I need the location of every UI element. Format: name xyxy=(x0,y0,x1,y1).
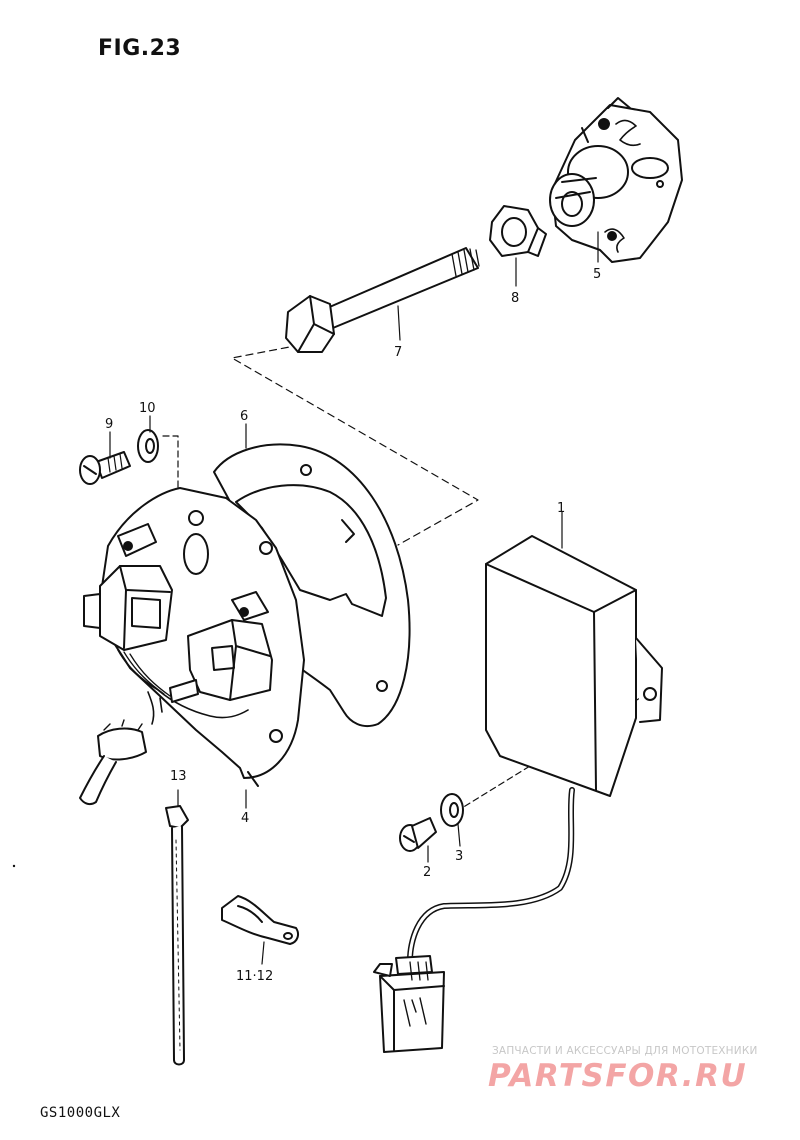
model-code: GS1000GLX xyxy=(40,1105,121,1121)
callout-2: 2 xyxy=(423,865,431,880)
callout-3: 3 xyxy=(455,849,463,864)
part-4-pickup-plate xyxy=(79,487,305,806)
part-8-hex-nut xyxy=(489,205,547,257)
callout-9: 9 xyxy=(105,417,113,432)
callout-4: 4 xyxy=(241,811,249,826)
figure-title: FIG.23 xyxy=(98,36,182,61)
callout-6: 6 xyxy=(240,409,248,424)
callout-13: 13 xyxy=(170,769,187,784)
callout-10: 10 xyxy=(139,401,156,416)
alignment-line xyxy=(231,344,479,546)
part-11-12-clamp xyxy=(221,895,299,945)
callout-labels: 5 8 7 9 10 6 1 4 13 2 3 11·12 xyxy=(105,267,601,984)
part-1-igniter-module xyxy=(373,535,663,1053)
callout-1: 1 xyxy=(557,501,565,516)
part-6-back-plate xyxy=(213,443,411,728)
part-2-screw xyxy=(399,817,437,852)
part-5-signal-rotor xyxy=(549,97,683,263)
part-3-washer xyxy=(440,793,464,827)
scan-speck xyxy=(12,864,16,868)
part-10-washer xyxy=(137,429,159,463)
callout-8: 8 xyxy=(511,291,519,306)
leader-3 xyxy=(457,823,461,847)
watermark-logo: PARTSFOR.RU xyxy=(488,1058,748,1094)
callout-5: 5 xyxy=(593,267,601,282)
part-13-cable-tie xyxy=(165,805,189,1066)
part-9-screw xyxy=(79,451,131,485)
callout-7: 7 xyxy=(394,345,402,360)
leader-11-12 xyxy=(261,941,265,965)
watermark-subtitle: ЗАПЧАСТИ И АКСЕССУАРЫ ДЛЯ МОТОТЕХНИКИ xyxy=(492,1045,758,1057)
leader-lines xyxy=(109,231,599,965)
callout-11-12: 11·12 xyxy=(236,969,273,984)
leader-7 xyxy=(397,305,401,341)
part-7-bolt xyxy=(285,247,480,353)
